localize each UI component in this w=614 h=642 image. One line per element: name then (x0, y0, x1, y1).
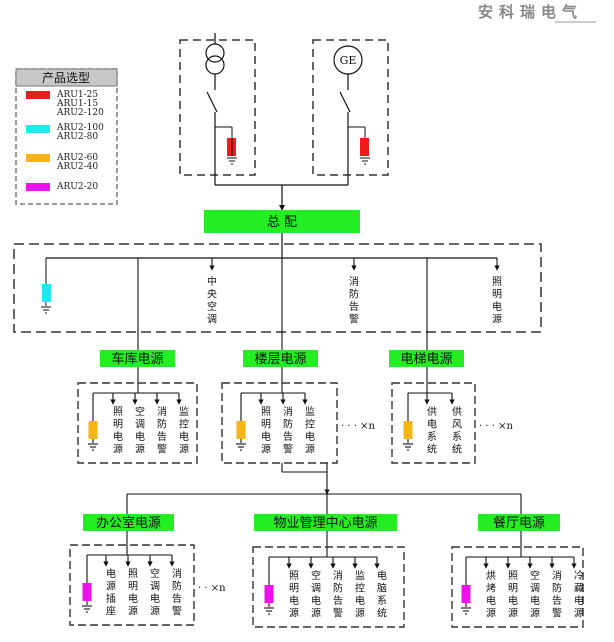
group-multiplier: · · · ×n (479, 421, 513, 432)
legend-label: ARU2-100 (56, 123, 104, 133)
load-label: 供风系统 (452, 405, 462, 456)
group-label-bg (83, 514, 174, 531)
surge-protector (461, 585, 471, 603)
transformer-source (179, 33, 256, 185)
surge-protector-cyan (42, 284, 51, 302)
legend-label: ARU2-60 (56, 153, 98, 163)
brand-header: 安科瑞电气 (478, 3, 596, 23)
main-panel-label: 总 配 (267, 215, 297, 230)
group-label-bg (389, 350, 464, 367)
row1-feeders (137, 258, 428, 350)
surge-protector (82, 583, 92, 601)
group-multiplier: · · · ×n (341, 421, 375, 432)
group-label: 楼层电源 (254, 352, 306, 367)
main-loads: 中央空调 消防告警 照明电源 (207, 258, 502, 326)
surge-protector (88, 421, 98, 439)
group-box (77, 382, 198, 464)
group-box (69, 544, 195, 626)
generator-source: GE (312, 39, 389, 185)
load-label: 照明电源 (128, 568, 138, 618)
load-label: 烘烤电源 (486, 570, 496, 620)
main-distribution-box (13, 243, 542, 333)
group-label-bg (254, 514, 397, 531)
surge-protector (264, 585, 274, 603)
load-label: 监控电源 (179, 405, 189, 456)
load-label: 消防告警 (333, 569, 343, 620)
surge-protector (236, 421, 246, 439)
group-label: 餐厅电源 (493, 515, 545, 531)
surge-protector-red (360, 138, 369, 156)
load-label: 监控电源 (305, 405, 315, 456)
legend-label: ARU1-15 (56, 99, 98, 109)
group-box (221, 382, 338, 464)
load-label: 电源插座 (106, 567, 116, 618)
group-label-bg (100, 350, 175, 367)
breaker-switch-icon (339, 91, 351, 113)
load-label: 消防告警 (157, 405, 167, 456)
legend-swatch (26, 183, 50, 191)
group-multiplier: · · ×n (198, 583, 226, 594)
row2-feeders (126, 463, 522, 514)
group-label: 物业管理中心电源 (273, 516, 377, 531)
legend-label: ARU2-80 (56, 132, 98, 142)
breaker-switch-icon (206, 91, 218, 113)
load-label: 照明电源 (113, 406, 123, 456)
main-load-label: 照明电源 (492, 276, 502, 326)
legend-swatch (26, 154, 50, 162)
main-spd (41, 258, 51, 314)
load-label: 冷藏电源 (574, 569, 584, 620)
load-label: 空调电源 (311, 569, 321, 620)
brand-name: 安科瑞电气 (478, 3, 583, 21)
group-label: 办公室电源 (96, 515, 161, 531)
group-label: 车库电源 (111, 351, 163, 367)
legend-label: ARU2-40 (56, 162, 98, 172)
group-label: 电梯电源 (400, 352, 452, 367)
load-label: 空调电源 (150, 567, 160, 618)
load-label: 照明电源 (261, 406, 271, 456)
transformer-icon (205, 43, 225, 63)
group-label-bg (243, 350, 318, 367)
load-label: 照明电源 (289, 570, 299, 620)
load-label: 监控电源 (355, 569, 365, 620)
main-load-label: 消防告警 (349, 275, 359, 326)
legend-label: ARU2-120 (56, 108, 104, 118)
main-distribution-panel: 总 配 (204, 210, 360, 233)
load-label: 消防告警 (283, 405, 293, 456)
group-box (252, 546, 405, 628)
group-label-bg (478, 514, 560, 531)
legend-swatch (26, 125, 50, 133)
load-label: 照明电源 (508, 570, 518, 620)
group-box (391, 382, 476, 464)
generator-label: GE (340, 54, 357, 67)
legend-title: 产品选型 (42, 71, 90, 85)
load-label: 消防告警 (552, 569, 562, 620)
product-selection-legend: 产品选型 ARU1-25ARU1-15ARU2-120ARU2-100ARU2-… (15, 68, 118, 205)
legend-label: ARU2-20 (56, 182, 98, 192)
load-label: 供电系统 (427, 405, 437, 456)
group-box (451, 546, 584, 628)
load-label: 空调电源 (135, 405, 145, 456)
legend-swatch (26, 91, 50, 99)
load-label: 消防告警 (172, 567, 182, 618)
load-label: 电脑系统 (377, 569, 387, 620)
surge-protector (403, 421, 413, 439)
load-label: 空调电源 (530, 569, 540, 620)
legend-label: ARU1-25 (56, 90, 98, 100)
main-load-label: 中央空调 (207, 275, 217, 326)
